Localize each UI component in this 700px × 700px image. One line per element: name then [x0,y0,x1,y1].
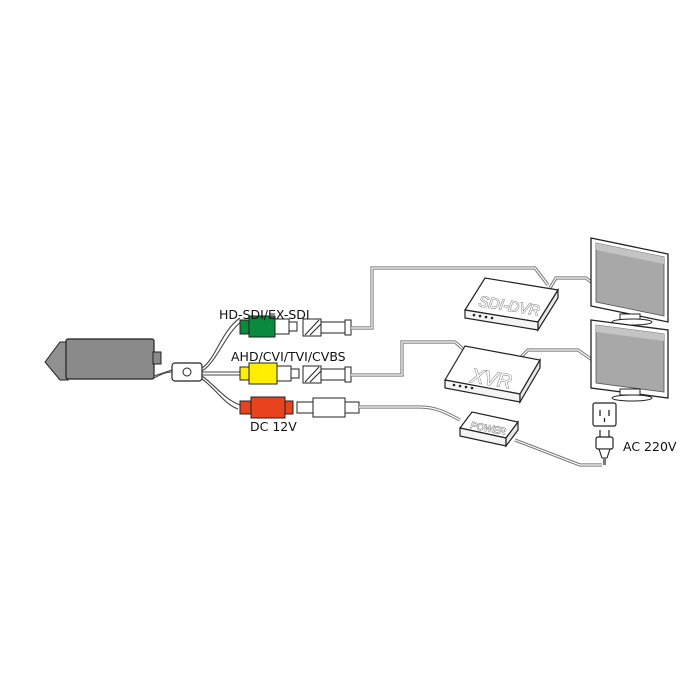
analog-mating-bnc [302,365,352,384]
camera [44,338,162,381]
power-input-label: DC 12V [250,419,297,434]
sdi-mating-bnc [302,318,352,337]
power-plug-icon [595,430,614,465]
xvr-to-monitor-cable-core [519,349,596,363]
power-supply: POWER [458,411,520,448]
sdi-coax-cable-core [351,267,549,329]
cable-splitter [171,362,203,382]
dc-power-connector [239,396,294,419]
monitor-bottom [590,319,669,402]
camera-cable-edge [153,369,173,377]
analog-bnc-connector [239,362,300,385]
sdi-bnc-connector [239,315,298,338]
sdi-output-label: HD-SDI/EX-SDI [219,307,310,322]
power-lead [201,375,241,406]
mains-cable [514,438,602,467]
dc-mating-plug [296,397,360,418]
camera-rear-cap [152,351,162,365]
dc-power-cable [359,405,461,422]
camera-lens [44,341,69,381]
xvr-device: XVR [444,345,541,405]
camera-cable [153,371,173,379]
analog-output-label: AHD/CVI/TVI/CVBS [231,349,346,364]
sdi-dvr-device: SDI-DVR [464,277,559,333]
dvr-to-monitor-cable [548,276,597,289]
sdi-lead [201,317,241,369]
wall-outlet-icon [592,402,617,427]
analog-coax-cable-core [351,341,471,376]
sdi-lead-edge [201,320,243,372]
camera-body [65,338,155,380]
dc-power-cable-core [359,406,461,421]
mains-label: AC 220V [623,439,677,454]
monitor-top [590,237,669,326]
power-lead-edge [201,378,239,410]
mains-cable-core [514,439,602,466]
